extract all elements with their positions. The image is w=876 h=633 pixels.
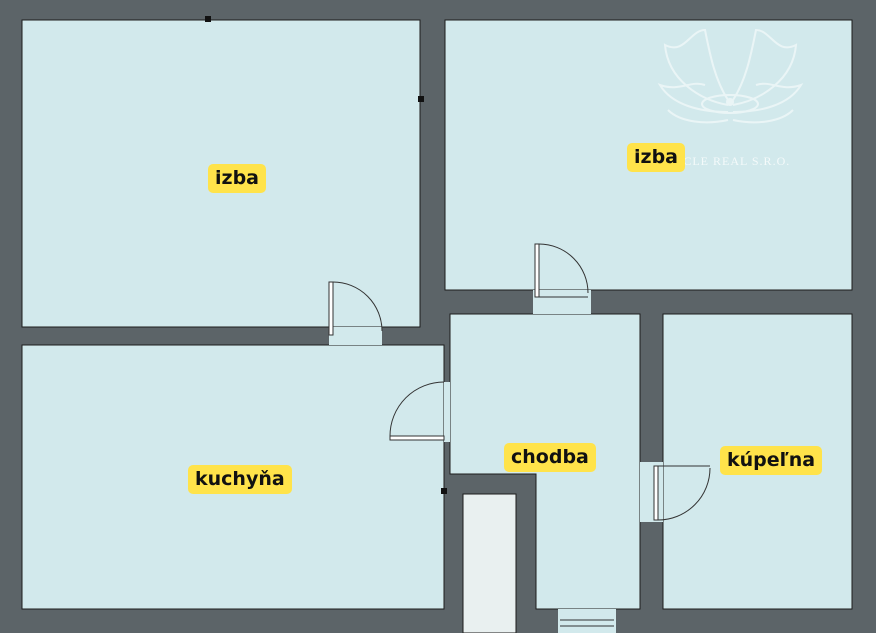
room-label-top-right: izba — [627, 143, 685, 172]
entrance-door — [560, 619, 614, 627]
door-swing-kitchen — [389, 381, 445, 441]
marker — [441, 488, 447, 494]
door-opening-room-top-left — [329, 327, 382, 345]
storage-niche — [462, 493, 517, 633]
door-opening-entrance — [558, 609, 616, 633]
door-swing-bathroom — [653, 465, 711, 521]
door-swing-room-top-right — [534, 243, 589, 298]
door-opening-bathroom — [640, 462, 663, 522]
marker — [205, 16, 211, 22]
room-label-top-left: izba — [208, 164, 266, 193]
door-opening-kitchen — [444, 382, 450, 442]
room-label-kitchen: kuchyňa — [188, 465, 292, 494]
room-label-bathroom: kúpeľna — [720, 446, 823, 475]
room-label-hallway: chodba — [504, 443, 596, 472]
marker — [418, 96, 424, 102]
door-opening-room-top-right — [533, 290, 591, 314]
watermark-logo-icon — [657, 28, 804, 124]
door-swing-room-top-left — [328, 281, 383, 336]
